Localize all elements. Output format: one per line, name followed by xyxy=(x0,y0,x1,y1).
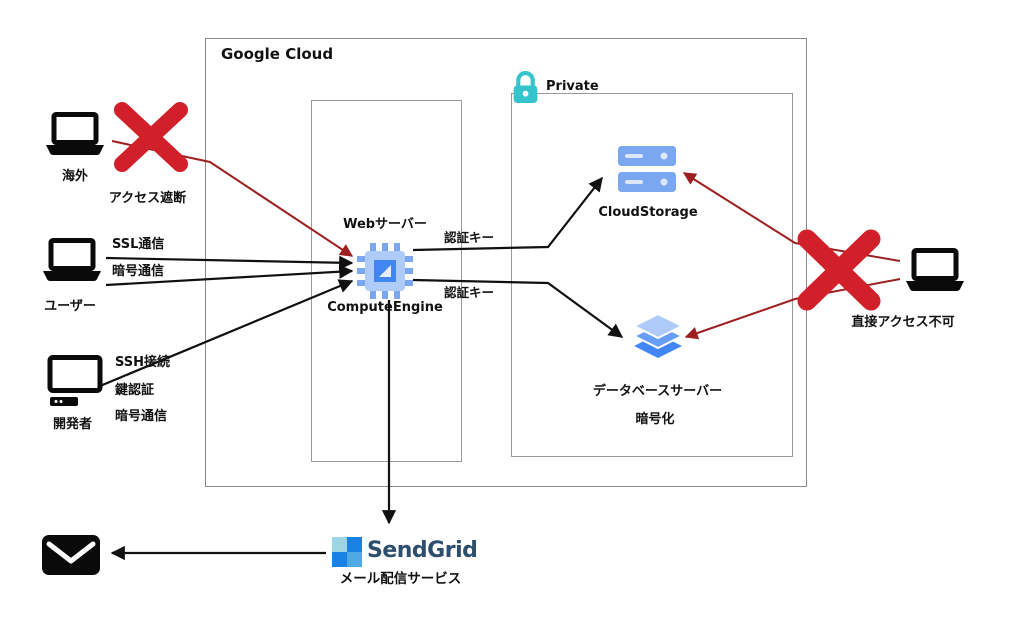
line-developer-ssh xyxy=(99,279,354,388)
database-label: データベースサーバー xyxy=(592,384,723,399)
compute-engine-label: ComputeEngine xyxy=(327,300,443,315)
cloud-storage-label: CloudStorage xyxy=(598,205,698,220)
line-user-encrypted xyxy=(105,264,354,287)
blocked-x-icon xyxy=(114,102,188,172)
line-compute-to-storage xyxy=(412,176,603,252)
ssl-label: SSL通信 xyxy=(112,237,165,252)
web-server-label: Webサーバー xyxy=(343,217,427,232)
ssh-label: SSH接続 xyxy=(115,355,171,370)
key-auth-label: 鍵認証 xyxy=(115,383,155,398)
access-blocked-label: アクセス遮断 xyxy=(108,191,187,206)
auth-key-bottom-label: 認証キー xyxy=(443,285,494,300)
cloud-storage-icon xyxy=(618,146,676,192)
user-label: ユーザー xyxy=(44,299,96,314)
sendgrid-wordmark: SendGrid xyxy=(367,538,478,563)
laptop-overseas-icon xyxy=(46,112,104,155)
laptop-external-icon xyxy=(906,248,964,291)
google-cloud-box xyxy=(205,38,807,487)
google-cloud-label: Google Cloud xyxy=(221,45,334,63)
database-encryption-label: 暗号化 xyxy=(635,412,675,427)
developer-label: 開発者 xyxy=(52,417,92,432)
laptop-user-icon xyxy=(43,238,101,281)
developer-workstation-icon xyxy=(47,355,103,406)
envelope-icon xyxy=(42,535,100,575)
private-zone-box xyxy=(511,93,793,457)
private-label: Private xyxy=(546,79,599,94)
database-icon xyxy=(631,312,685,358)
encrypted-comm-label: 暗号通信 xyxy=(112,264,165,279)
compute-engine-icon xyxy=(357,243,413,299)
auth-key-top-label: 認証キー xyxy=(443,230,494,245)
sendgrid-logo-icon xyxy=(332,537,362,567)
line-compute-to-database xyxy=(412,278,624,338)
line-user-ssl xyxy=(105,255,354,270)
encrypted-comm2-label: 暗号通信 xyxy=(115,409,168,424)
lock-icon xyxy=(513,71,538,103)
mail-service-label: メール配信サービス xyxy=(339,571,462,587)
overseas-label: 海外 xyxy=(61,169,88,184)
direct-access-denied-label: 直接アクセス不可 xyxy=(851,315,955,330)
external-x-icon xyxy=(797,229,881,311)
